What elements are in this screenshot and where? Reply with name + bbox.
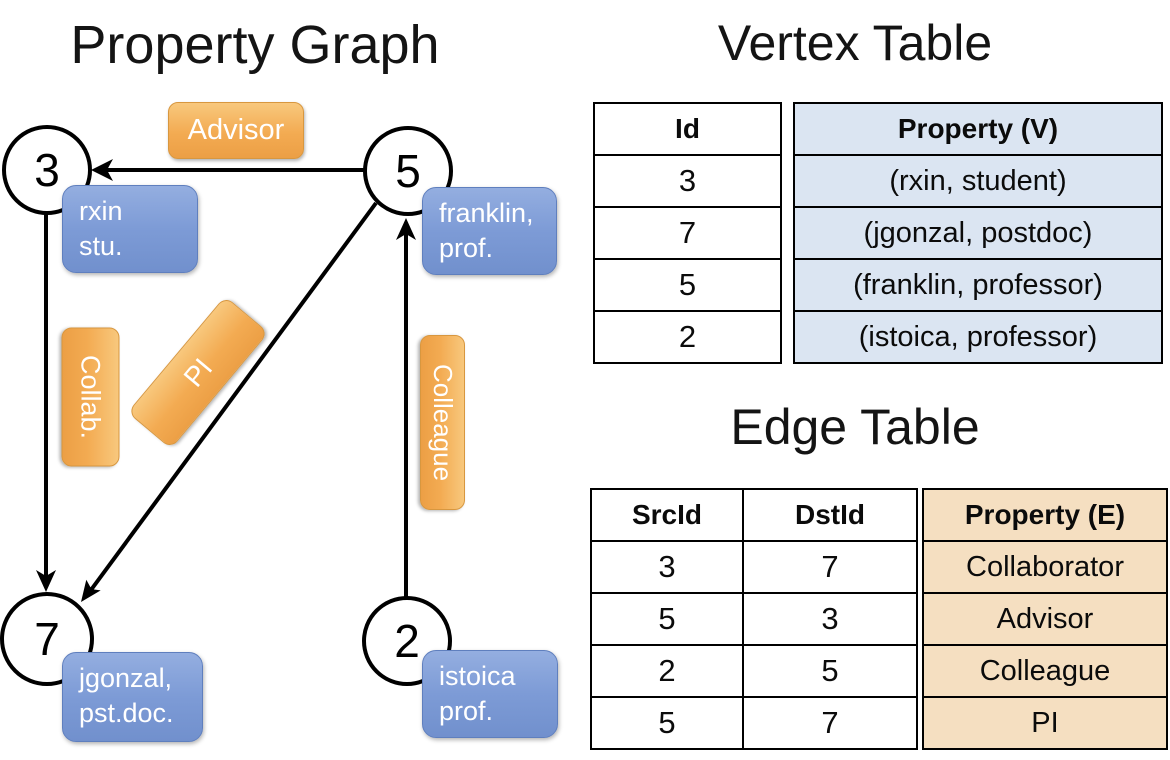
node-7-id: 7 [34,613,60,665]
edge-row-dst: 5 [742,644,918,698]
vertex-callout-7: jgonzal, pst.doc. [62,652,203,742]
arrowhead-3-7 [36,570,56,592]
edge-table-id-columns: SrcId DstId 3 7 5 3 2 5 5 7 [590,488,918,750]
edge-row-property: Colleague [922,644,1168,698]
vertex-row-property: (franklin, professor) [793,258,1163,312]
edge-col-src-header: SrcId [590,488,744,542]
vertex-col-id-header: Id [593,102,782,156]
vertex-callout-3-line1: rxin [79,196,123,226]
node-3-id: 3 [34,144,60,196]
arrowhead-5-7 [81,579,101,602]
vertex-row-id: 5 [593,258,782,312]
edge-row-dst: 7 [742,540,918,594]
vertex-row-id: 7 [593,206,782,260]
node-5-id: 5 [395,145,421,197]
edge-table-property-column: Property (E) Collaborator Advisor Collea… [922,488,1168,750]
edge-row-property: PI [922,696,1168,750]
edge-col-dst-header: DstId [742,488,918,542]
vertex-row-property: (rxin, student) [793,154,1163,208]
vertex-table-title: Vertex Table [717,15,993,71]
edge-row-src: 5 [590,696,744,750]
vertex-callout-7-line2: pst.doc. [79,698,174,728]
vertex-callout-5-line2: prof. [439,233,494,263]
vertex-table-id-column: Id 3 7 5 2 [593,102,782,364]
vertex-table-property-column: Property (V) (rxin, student) (jgonzal, p… [793,102,1163,364]
vertex-callout-3-line2: stu. [79,231,123,261]
edge-label-advisor: Advisor [168,102,304,159]
edge-line-5-7 [86,201,378,596]
arrowhead-5-3 [91,159,113,181]
vertex-row-id: 3 [593,154,782,208]
vertex-row-property: (jgonzal, postdoc) [793,206,1163,260]
node-2-id: 2 [394,615,420,667]
arrowhead-2-5 [396,218,416,240]
edge-row-dst: 7 [742,696,918,750]
edge-row-property: Advisor [922,592,1168,646]
edge-label-collab: Collab. [61,327,120,467]
vertex-callout-2-line2: prof. [439,696,494,726]
edge-table-title: Edge Table [730,399,980,455]
vertex-callout-2-line1: istoica [439,661,516,691]
edge-row-src: 3 [590,540,744,594]
vertex-callout-5: franklin, prof. [422,187,557,275]
vertex-row-property: (istoica, professor) [793,310,1163,364]
vertex-row-id: 2 [593,310,782,364]
edge-label-colleague: Colleague [420,335,465,510]
edge-row-src: 2 [590,644,744,698]
edge-row-property: Collaborator [922,540,1168,594]
edge-row-src: 5 [590,592,744,646]
vertex-callout-7-line1: jgonzal, [79,663,173,693]
vertex-callout-3: rxin stu. [62,185,198,273]
property-graph-title: Property Graph [70,15,440,75]
edge-col-property-header: Property (E) [922,488,1168,542]
vertex-col-property-header: Property (V) [793,102,1163,156]
vertex-callout-5-line1: franklin, [439,198,534,228]
vertex-callout-2: istoica prof. [422,650,558,738]
edge-row-dst: 3 [742,592,918,646]
